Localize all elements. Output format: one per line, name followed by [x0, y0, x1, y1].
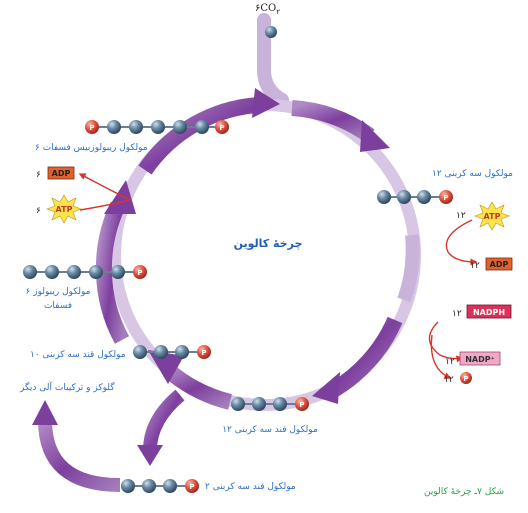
- cycle-title: چرخهٔ کالوین: [234, 237, 303, 250]
- cycle-arrowhead-top: [252, 88, 280, 118]
- right-energy-arrow: [445, 219, 478, 266]
- left-atp-label: ATP: [56, 205, 73, 214]
- three-carbon-label: ۱۲ مولکول سه کربنی: [432, 169, 513, 179]
- twelve-sugar-molecule: P: [231, 397, 309, 411]
- svg-text:P: P: [137, 269, 142, 277]
- right-adp-box: [485, 257, 513, 271]
- right-adp-label: ADP: [490, 260, 509, 269]
- left-adp-count: ۶: [36, 170, 41, 180]
- two-sugar-molecule: P: [121, 479, 199, 493]
- left-energy-arrow: [78, 173, 131, 201]
- two-sugar-pathway: [38, 419, 121, 492]
- svg-text:P: P: [219, 124, 224, 132]
- two-sugar-arrowhead: [32, 400, 58, 425]
- left-adp-box: [47, 166, 75, 180]
- right-atp-label: ATP: [484, 212, 501, 221]
- co2-carbon: [265, 26, 277, 38]
- glucose-label: گلوکز و ترکیبات آلی دیگر: [19, 381, 115, 393]
- cycle-arrow-right: [397, 234, 420, 303]
- nadph-label: NADPH: [473, 308, 505, 317]
- nadp-box: [459, 351, 501, 366]
- nadph-arrow-p: [430, 334, 452, 379]
- three-carbon-molecule: P: [377, 190, 453, 204]
- svg-text:P: P: [89, 124, 94, 132]
- cycle-arrow-top: [138, 97, 259, 175]
- svg-text:P: P: [299, 401, 304, 409]
- nadp-label: NADP⁺: [465, 355, 495, 364]
- ru5p-label-line1: ۶ مولکول ریبولوز: [26, 287, 91, 297]
- rubp-label: ۶ مولکول ریبولوزبیس فسفات: [35, 143, 148, 153]
- left-atp-star: [46, 194, 82, 224]
- cycle-arrow-top-right: [291, 100, 375, 143]
- glucose-exit-pathway: [143, 389, 185, 451]
- left-adp-label: ADP: [52, 169, 71, 178]
- p-circle: [460, 372, 472, 384]
- left-energy-arrow-in: [79, 199, 131, 211]
- right-atp-star: [474, 201, 510, 231]
- rubp-molecule: P P: [85, 120, 229, 134]
- right-adp-count: ۱۲: [470, 261, 480, 271]
- cycle-arrowhead-bottom: [148, 350, 184, 384]
- p-count: ۱۲: [444, 375, 454, 385]
- svg-text:P: P: [443, 194, 448, 202]
- right-atp-count: ۱۲: [456, 211, 466, 221]
- glucose-exit-arrowhead: [137, 445, 163, 466]
- ten-sugar-molecule: P: [133, 345, 211, 359]
- cycle-arrowhead-top-right: [360, 120, 390, 152]
- cycle-arrowhead-left: [104, 180, 136, 214]
- cycle-arrow-bottom-right: [325, 316, 403, 399]
- nadph-arrow: [428, 321, 464, 363]
- svg-text:P: P: [201, 349, 206, 357]
- co2-input-pathway: [257, 13, 289, 107]
- cycle-arrowhead-bottom-right: [312, 372, 340, 404]
- left-atp-count: ۶: [36, 206, 41, 216]
- ten-sugar-label: ۱۰ مولکول قند سه کربنی: [30, 350, 126, 360]
- p-label: P: [463, 375, 468, 383]
- figure-caption: شکل ۷ـ چرخهٔ کالوین: [424, 487, 504, 497]
- ru5p-label-line2: فسفات: [44, 301, 72, 311]
- twelve-sugar-label: ۱۲ مولکول قند سه کربنی: [222, 425, 318, 435]
- co2-label: ۶CO۲: [255, 3, 280, 16]
- ru5p-molecule: P: [23, 265, 147, 279]
- svg-text:P: P: [189, 483, 194, 491]
- nadph-count: ۱۲: [452, 309, 462, 319]
- nadph-box: [466, 304, 512, 319]
- two-sugar-label: ۲ مولکول قند سه کربنی: [205, 482, 296, 492]
- nadp-count: ۱۲: [445, 357, 455, 367]
